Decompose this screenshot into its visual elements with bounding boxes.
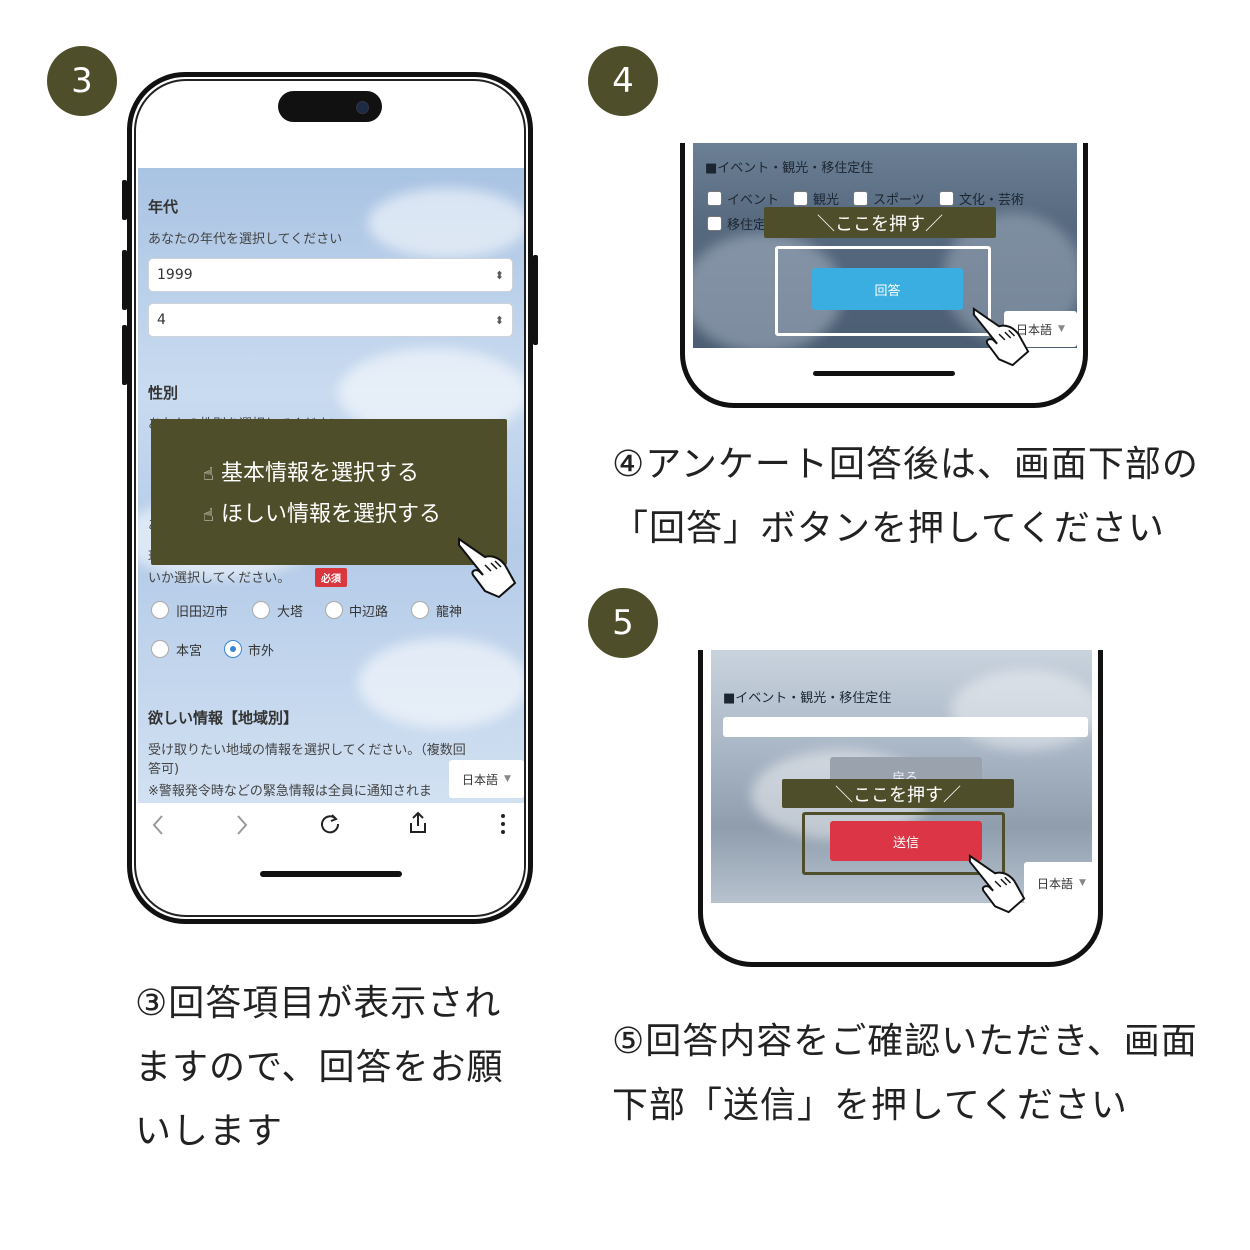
- caption-line: いします: [135, 1111, 284, 1152]
- caret-down-icon: ▼: [1058, 324, 1065, 334]
- section-title: ■イベント・観光・移住定住: [705, 161, 874, 176]
- checkbox-label: 観光: [813, 193, 840, 208]
- radio-option[interactable]: [325, 601, 343, 619]
- phone-3-side-button: [122, 325, 127, 385]
- region-hint: いか選択してください。: [148, 571, 291, 586]
- overlay-line-1: ☝ 基本情報を選択する: [203, 461, 419, 486]
- send-highlight-frame: [802, 812, 1005, 875]
- hand-pointer-icon: [458, 537, 517, 599]
- want-heading: 欲しい情報【地域別】: [148, 709, 299, 727]
- radio-option[interactable]: [151, 601, 169, 619]
- month-select[interactable]: 4 ⬍: [148, 303, 513, 337]
- chevron-updown-icon: ⬍: [494, 313, 504, 327]
- month-select-value: 4: [157, 312, 166, 328]
- step-4-badge: 4: [588, 46, 658, 116]
- hand-pointer-icon: [968, 854, 1026, 914]
- year-select[interactable]: 1999 ⬍: [148, 258, 513, 292]
- language-label: 日本語: [1016, 322, 1053, 337]
- chevron-updown-icon: ⬍: [494, 268, 504, 282]
- checkbox-label: 移住定: [727, 218, 767, 233]
- home-indicator: [813, 371, 955, 376]
- pointing-finger-icon: ☝: [203, 505, 214, 526]
- checkbox-option[interactable]: [707, 216, 722, 231]
- checkbox-label: 文化・芸術: [959, 193, 1025, 208]
- caption-line: ④アンケート回答後は、画面下部の: [612, 444, 1199, 485]
- radio-option-label: 大塔: [277, 605, 304, 620]
- phone-3-side-button: [533, 255, 538, 345]
- forward-icon[interactable]: [234, 813, 250, 837]
- share-icon[interactable]: [407, 811, 429, 835]
- radio-option-selected[interactable]: [224, 640, 242, 658]
- back-icon[interactable]: [150, 813, 166, 837]
- cloud: [368, 188, 524, 258]
- instruction-overlay: ☝ 基本情報を選択する ☝ ほしい情報を選択する: [151, 419, 507, 565]
- age-hint: あなたの年代を選択してください: [148, 232, 343, 247]
- phone-3-side-button: [122, 180, 127, 220]
- tap-here-banner: ＼ここを押す／: [782, 779, 1014, 808]
- language-selector[interactable]: 日本語 ▼: [1024, 862, 1092, 903]
- caret-down-icon: ▼: [504, 774, 511, 784]
- radio-dot: [230, 646, 236, 652]
- caption-step-5: ⑤回答内容をご確認いただき、画面 下部「送信」を押してください: [612, 1010, 1222, 1138]
- language-label: 日本語: [462, 772, 499, 787]
- home-indicator: [260, 871, 402, 877]
- phone-4-frame: ■イベント・観光・移住定住 イベント 観光 スポーツ 文化・芸術 移住定 回答 …: [680, 143, 1088, 408]
- year-select-value: 1999: [157, 267, 193, 283]
- caption-line: ますので、回答をお願: [135, 1047, 504, 1088]
- caption-step-4: ④アンケート回答後は、画面下部の 「回答」ボタンを押してください: [612, 433, 1222, 561]
- text-field[interactable]: [723, 717, 1088, 737]
- checkbox-option[interactable]: [707, 191, 722, 206]
- reload-icon[interactable]: [319, 813, 341, 835]
- required-badge: 必須: [315, 568, 347, 587]
- hand-pointer-icon: [972, 307, 1030, 367]
- radio-option[interactable]: [151, 640, 169, 658]
- radio-option-label: 本宮: [176, 644, 203, 659]
- caption-line: ③回答項目が表示され: [135, 983, 502, 1024]
- want-hint-1: 受け取りたい地域の情報を選択してください。（複数回: [148, 743, 466, 758]
- language-label: 日本語: [1037, 876, 1074, 891]
- dynamic-island: [278, 91, 382, 122]
- caption-line: ⑤回答内容をご確認いただき、画面: [612, 1021, 1198, 1062]
- phone-5-frame: ■イベント・観光・移住定住 戻る 送信 日本語 ▼: [698, 650, 1103, 967]
- phone-4-screen: ■イベント・観光・移住定住 イベント 観光 スポーツ 文化・芸術 移住定 回答 …: [693, 143, 1077, 348]
- checkbox-label: イベント: [727, 193, 780, 208]
- want-note: ※警報発令時などの緊急情報は全員に通知されま: [148, 784, 432, 799]
- caption-line: 「回答」ボタンを押してください: [612, 508, 1165, 549]
- radio-option-label: 中辺路: [349, 605, 389, 620]
- phone-3-inner-border: [134, 79, 526, 917]
- age-heading: 年代: [148, 198, 179, 216]
- want-hint-2: 答可): [148, 762, 180, 777]
- checkbox-option[interactable]: [853, 191, 868, 206]
- section-title: ■イベント・観光・移住定住: [723, 691, 892, 706]
- caption-step-3: ③回答項目が表示され ますので、回答をお願 いします: [135, 972, 535, 1164]
- step-5-badge: 5: [588, 588, 658, 658]
- caret-down-icon: ▼: [1079, 878, 1086, 888]
- phone-3-side-button: [122, 250, 127, 310]
- more-icon[interactable]: [500, 813, 506, 835]
- gender-heading: 性別: [148, 384, 179, 402]
- radio-option[interactable]: [411, 601, 429, 619]
- step-3-badge: 3: [47, 46, 117, 116]
- tap-here-banner: ＼ここを押す／: [764, 207, 996, 238]
- camera-icon: [356, 101, 369, 114]
- checkbox-option[interactable]: [793, 191, 808, 206]
- cloud: [951, 670, 1092, 750]
- caption-line: 下部「送信」を押してください: [612, 1085, 1128, 1126]
- radio-option[interactable]: [252, 601, 270, 619]
- answer-button[interactable]: 回答: [812, 268, 963, 310]
- browser-toolbar: [138, 803, 524, 913]
- overlay-line-2: ☝ ほしい情報を選択する: [203, 502, 441, 527]
- language-selector[interactable]: 日本語 ▼: [449, 760, 524, 798]
- radio-option-label: 旧田辺市: [176, 605, 229, 620]
- radio-option-label: 市外: [248, 644, 275, 659]
- cloud: [358, 638, 524, 728]
- send-button[interactable]: 送信: [830, 821, 982, 861]
- phone-5-screen: ■イベント・観光・移住定住 戻る 送信 日本語 ▼: [711, 650, 1092, 903]
- radio-option-label: 龍神: [436, 605, 463, 620]
- checkbox-option[interactable]: [939, 191, 954, 206]
- pointing-finger-icon: ☝: [203, 464, 214, 485]
- answer-highlight-frame: [775, 246, 991, 336]
- checkbox-label: スポーツ: [873, 193, 925, 208]
